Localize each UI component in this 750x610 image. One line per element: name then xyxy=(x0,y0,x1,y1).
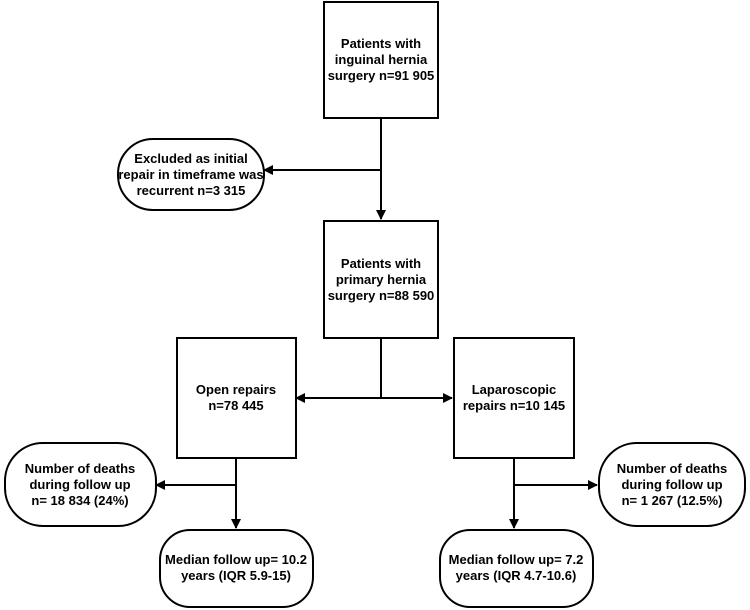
text-line: recurrent n=3 315 xyxy=(137,183,246,198)
text-line: during follow up xyxy=(621,477,722,492)
text-line: Laparoscopic xyxy=(472,382,557,397)
text-line: inguinal hernia xyxy=(335,52,428,67)
text-line: Excluded as initial xyxy=(134,151,247,166)
connectors xyxy=(155,118,598,529)
text-line: Number of deaths xyxy=(25,461,136,476)
text-line: years (IQR 5.9-15) xyxy=(181,568,291,583)
text-line: n=78 445 xyxy=(208,398,263,413)
text-line: repair in timeframe was xyxy=(118,167,263,182)
text-line: Median follow up= 10.2 xyxy=(165,552,307,567)
text-line: surgery n=91 905 xyxy=(328,68,435,83)
text-line: Number of deaths xyxy=(617,461,728,476)
text-line: surgery n=88 590 xyxy=(328,288,435,303)
text-line: repairs n=10 145 xyxy=(463,398,565,413)
text-line: Patients with xyxy=(341,256,421,271)
text-line: Median follow up= 7.2 xyxy=(449,552,584,567)
text-line: during follow up xyxy=(29,477,130,492)
text-line: years (IQR 4.7-10.6) xyxy=(456,568,577,583)
text-line: Patients with xyxy=(341,36,421,51)
text-line: Open repairs xyxy=(196,382,276,397)
text-line: n= 1 267 (12.5%) xyxy=(622,493,723,508)
text-line: n= 18 834 (24%) xyxy=(31,493,128,508)
text-line: primary hernia xyxy=(336,272,427,287)
